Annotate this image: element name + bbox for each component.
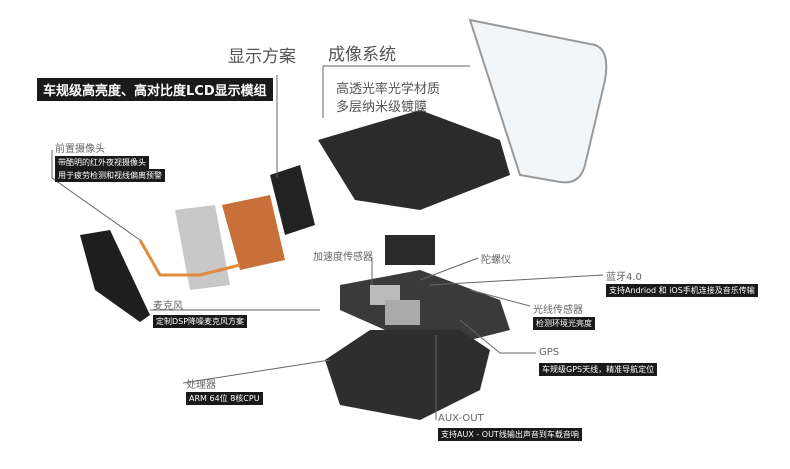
accelerometer-label: 加速度传感器 xyxy=(313,252,373,263)
aux-label: AUX-OUT xyxy=(438,413,484,424)
bluetooth-note: 支持Andriod 和 iOS手机连接及音乐传输 xyxy=(606,284,758,297)
imaging-title: 成像系统 xyxy=(328,45,396,65)
light-sensor-label: 光线传感器 xyxy=(533,305,583,316)
camera-label: 前置摄像头 xyxy=(55,144,105,155)
top-housing xyxy=(318,110,510,210)
display-banner: 车规级高亮度、高对比度LCD显示模组 xyxy=(37,78,273,101)
gyroscope-label: 陀螺仪 xyxy=(481,255,511,266)
lcd-module xyxy=(270,165,315,235)
camera-note-2: 用于疲劳检测和视线偏离预警 xyxy=(55,169,165,182)
gps-label: GPS xyxy=(539,347,560,358)
gps-note: 车规级GPS天线，精准导航定位 xyxy=(539,363,658,376)
imaging-line-2: 多层纳米级镀膜 xyxy=(336,100,428,115)
combiner-glass xyxy=(468,18,608,184)
mic-label: 麦克风 xyxy=(153,301,183,312)
camera-note-1: 带酷明的红外夜视摄像头 xyxy=(55,156,149,169)
cpu-note: ARM 64位 8核CPU xyxy=(186,392,263,405)
bracket xyxy=(175,205,230,290)
imaging-line-1: 高透光率光学材质 xyxy=(336,82,441,97)
mic-note: 定制DSP降噪麦克风方案 xyxy=(153,315,248,328)
bluetooth-label: 蓝牙4.0 xyxy=(606,272,642,283)
aux-note: 支持AUX - OUT线输出声音到车载音响 xyxy=(438,428,582,441)
display-title: 显示方案 xyxy=(228,47,296,67)
bottom-housing xyxy=(325,330,490,420)
heatsink xyxy=(222,195,285,270)
front-cover xyxy=(80,230,150,322)
cpu-label: 处理器 xyxy=(186,380,216,391)
flex-cable xyxy=(138,239,241,277)
gyro-module xyxy=(385,235,435,265)
light-sensor-note: 检测环境光亮度 xyxy=(533,317,595,330)
